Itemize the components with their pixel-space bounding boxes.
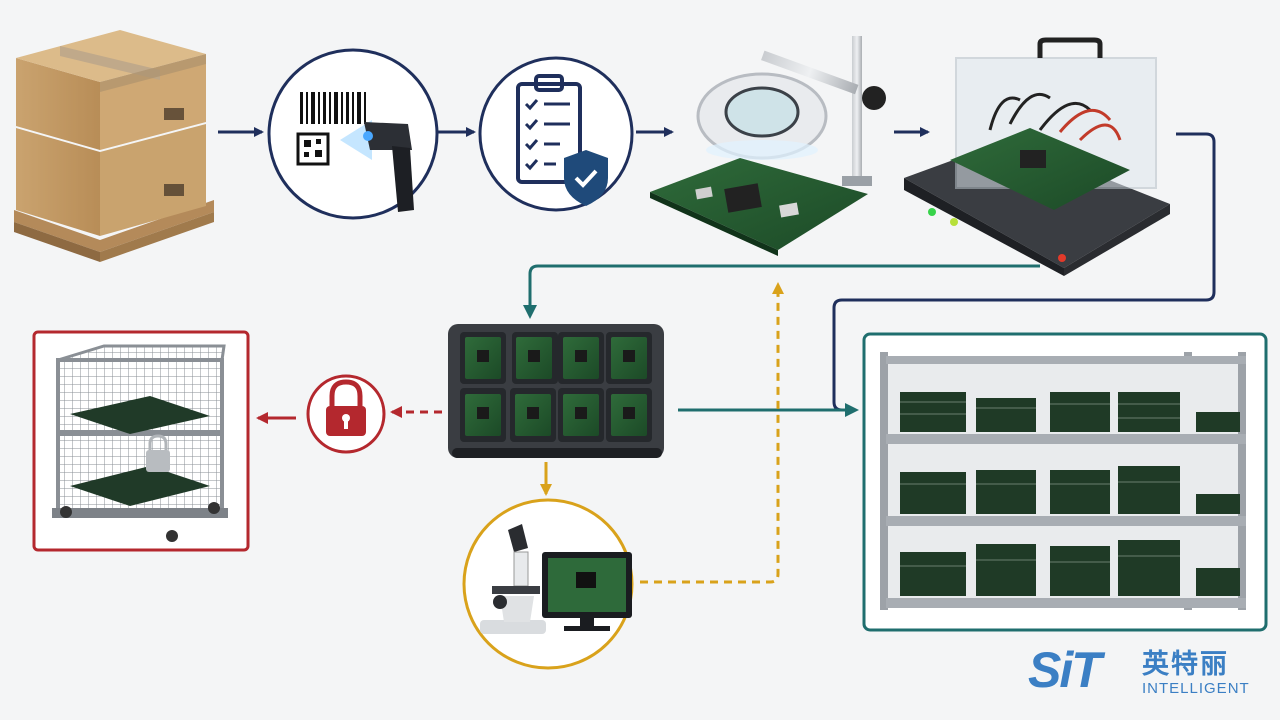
pcb-tray-icon (448, 324, 664, 458)
company-logo: SiT 英特丽 INTELLIGENT (1028, 640, 1268, 706)
logo-mark: SiT (1028, 642, 1102, 698)
padlock-icon (306, 374, 386, 454)
magnifier-lamp-icon (650, 36, 886, 256)
flow-connector-inspection-return (640, 282, 784, 584)
locked-cage-icon (32, 330, 250, 552)
flow-connector-to-tray (523, 264, 1040, 319)
logo-english-name: INTELLIGENT (1142, 680, 1250, 697)
barcode-scanner-icon (267, 48, 439, 220)
checklist-shield-icon (478, 56, 634, 212)
test-fixture-icon (904, 37, 1170, 276)
logo-chinese-name: 英特丽 (1142, 649, 1229, 680)
carton-pallet-icon (14, 30, 214, 262)
microscope-monitor-icon (462, 498, 634, 670)
storage-shelf-icon (862, 332, 1268, 632)
flow-connector-fixture-to-shelf (832, 132, 1216, 415)
